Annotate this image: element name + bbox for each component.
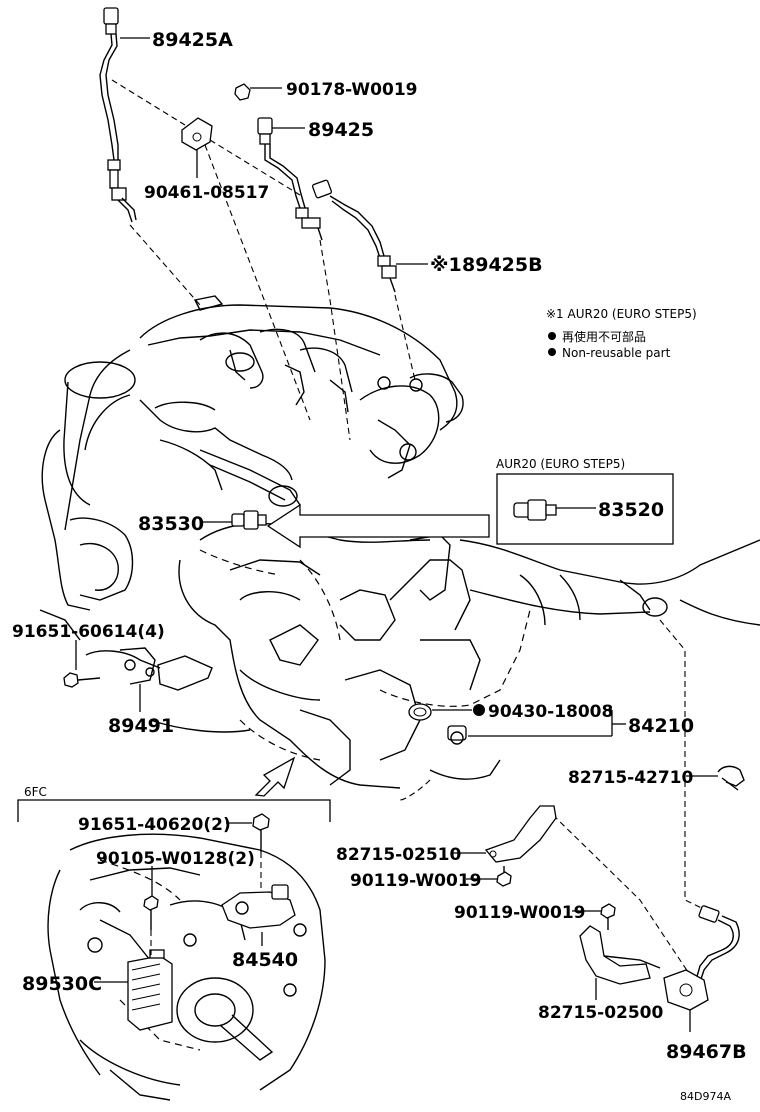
outline-arrow-icon [254,756,296,797]
part-label-84540: 84540 [232,949,298,971]
part-label-91651-60614: 91651-60614(4) [12,622,165,642]
part-label-89425A: 89425A [152,29,233,51]
part-label-90461-08517: 90461-08517 [144,183,269,203]
part-label-89425: 89425 [308,119,374,141]
part-label-90119-W0019-b: 90119-W0019 [454,903,586,923]
sensor-89467B-drawing [663,905,740,1011]
sensor-83520-drawing [513,499,557,521]
switch-84210-drawing [447,725,467,745]
part-label-90178-W0019: 90178-W0019 [286,80,418,100]
filled-circle-icon [548,348,556,356]
label-group-top: 89425A 90178-W0019 89425 90461-08517 ※1 … [120,29,543,276]
bracket-82715-02510-drawing [484,805,557,863]
diagram-id: 84D974A [680,1090,731,1103]
part-label-90105-W0128: 90105-W0128(2) [96,849,255,869]
part-label-91651-40620: 91651-40620(2) [78,815,231,835]
bracket-90461-drawing [181,117,213,151]
part-label-89530C: 89530C [22,973,102,995]
ecu-89530C-drawing [127,949,173,1031]
switch-84540-drawing [221,884,296,929]
en-non-reusable-note: Non-reusable part [562,346,671,360]
gasket-90430-drawing [408,703,432,721]
bolt-91651-60614-drawing [63,672,101,688]
part-label-90430-18008: 90430-18008 [488,702,613,722]
bracket-82715-02500-drawing [579,925,661,985]
inset-title: 6FC [24,785,47,799]
non-reusable-mark: ※1 [430,254,462,276]
legend-notes: ※1 AUR20 (EURO STEP5) 再使用不可部品 Non-reusab… [546,307,697,360]
euro-step5-sensor-box: AUR20 (EURO STEP5) 83520 [496,457,674,545]
part-label-90119-W0019-a: 90119-W0019 [350,871,482,891]
bolt-90105-W0128-drawing [143,895,159,930]
sensor-83530-drawing [231,510,267,530]
sensor-89425B-drawing [312,179,397,293]
part-label-82715-02510: 82715-02510 [336,845,462,865]
part-label-83520: 83520 [598,499,664,521]
bolt-91651-40620-drawing [252,813,270,852]
sensor-89425A-drawing [99,7,137,223]
part-label-84210: 84210 [628,715,694,737]
sensor-82715-42710-drawing [717,765,745,791]
part-label-82715-42710: 82715-42710 [568,768,694,788]
bolt-90119-a-drawing [496,866,512,887]
part-label-83530: 83530 [138,513,204,535]
part-label-89491: 89491 [108,715,174,737]
inset-6fc: 6FC [17,785,331,1101]
engine-assembly-drawing [39,295,760,789]
installation-leader-lines [111,79,711,976]
nut-90178-drawing [234,83,251,101]
filled-circle-icon [548,332,556,340]
part-label-89425B: 89425B [462,254,543,276]
bolt-90119-b-drawing [600,903,616,930]
sensor-89425-drawing [257,117,323,241]
box-title: AUR20 (EURO STEP5) [496,457,625,471]
part-label-82715-02500: 82715-02500 [538,1003,664,1023]
filled-circle-icon [473,704,485,716]
part-label-89467B: 89467B [666,1041,747,1063]
jp-non-reusable-note: 再使用不可部品 [562,329,646,344]
aur20-note: ※1 AUR20 (EURO STEP5) [546,307,697,321]
outline-arrow-icon [266,503,490,549]
